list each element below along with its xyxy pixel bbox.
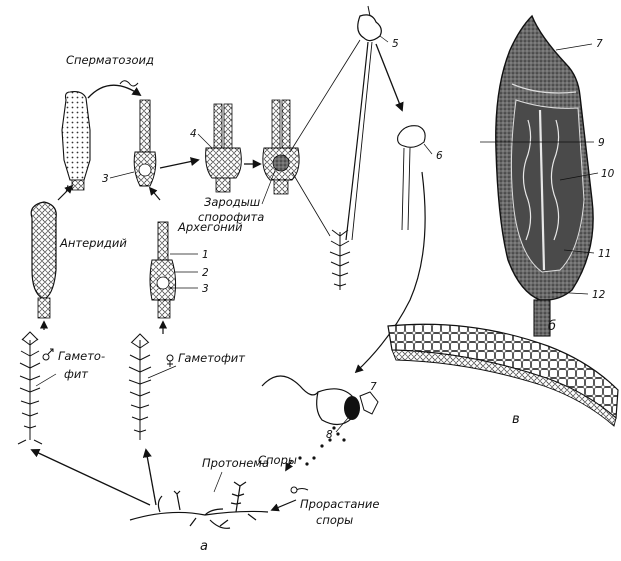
antheridium xyxy=(31,202,56,318)
arrow-archegonium-up xyxy=(150,188,160,200)
label-antheridium: Антеридий xyxy=(59,236,127,250)
arrow-protonema-to-male xyxy=(32,450,150,505)
label-num-11: 11 xyxy=(598,248,611,260)
label-num-7-capsule: 7 xyxy=(370,381,377,393)
male-symbol-arrow-icon xyxy=(48,349,53,354)
label-germination-2: споры xyxy=(316,513,353,527)
mature-sporophyte xyxy=(346,6,381,240)
label-gametophyte-female: Гаметофит xyxy=(178,351,245,365)
pointer-5 xyxy=(380,36,388,42)
connector-embryo-capsule xyxy=(290,40,360,152)
arrow-protonema-to-female xyxy=(146,450,156,505)
label-embryo-1: Зародыш xyxy=(204,195,261,209)
label-embryo-2: спорофита xyxy=(198,210,264,224)
label-num-6: 6 xyxy=(436,150,443,162)
pointer-male-gametophyte xyxy=(36,374,56,386)
germinating-spore-icon xyxy=(296,489,308,491)
male-symbol-icon xyxy=(43,354,49,360)
label-num-3-fertilization: 3 xyxy=(102,173,109,185)
arrow-germination-to-protonema xyxy=(272,500,296,510)
archegonium-fertilization xyxy=(134,100,156,186)
spores-dots xyxy=(298,426,345,465)
arrow-capsule-detail xyxy=(376,44,402,110)
arrow-fertilization-to-embryo xyxy=(160,160,198,168)
male-gametophyte xyxy=(18,332,42,444)
label-num-8: 8 xyxy=(326,429,333,441)
label-num-3: 3 xyxy=(202,283,209,295)
female-gametophyte xyxy=(129,334,151,440)
label-gametophyte-male-2: фит xyxy=(64,367,88,381)
label-num-10: 10 xyxy=(601,168,615,180)
label-spores: Споры xyxy=(258,453,297,467)
label-num-7-section: 7 xyxy=(596,38,603,50)
label-num-5: 5 xyxy=(392,38,399,50)
label-num-12: 12 xyxy=(592,289,606,301)
protonema xyxy=(130,482,268,528)
archegonium xyxy=(150,222,176,318)
pointer-3a xyxy=(110,172,134,178)
arrow-antheridium-up xyxy=(58,186,72,200)
label-num-9: 9 xyxy=(598,137,605,149)
pointer-6 xyxy=(424,144,432,154)
capsule-with-seta xyxy=(398,126,426,230)
spore-germ-icon xyxy=(291,487,297,493)
label-spermatozoid: Сперматозоид xyxy=(66,53,154,67)
leafy-gametophyte-with-sporophyte xyxy=(330,230,350,290)
label-num-1: 1 xyxy=(202,249,209,261)
open-capsule xyxy=(262,376,378,425)
capsule-longitudinal-section xyxy=(496,16,593,336)
label-germination-1: Прорастание xyxy=(300,497,379,511)
female-symbol-cross-icon xyxy=(167,361,173,367)
spermatozoid-icon xyxy=(120,81,138,86)
panel-label-b: б xyxy=(548,319,556,334)
connector-embryo-foot xyxy=(292,172,330,236)
sporophyte-embryo xyxy=(263,100,299,194)
pointer-7-section xyxy=(556,44,592,50)
female-symbol-icon xyxy=(167,355,173,361)
label-gametophyte-male-1: Гамето- xyxy=(58,349,105,363)
pointer-4 xyxy=(198,134,212,148)
panel-label-v: в xyxy=(512,412,520,427)
antheridium-open xyxy=(62,92,90,192)
label-num-2: 2 xyxy=(202,267,209,279)
capsule-wall-tissue-section xyxy=(388,324,618,426)
arrow-sperm-to-archegonium xyxy=(88,85,140,98)
label-num-4: 4 xyxy=(190,128,197,140)
pointer-protonema xyxy=(214,472,222,492)
archegonium-embryo-stage xyxy=(206,104,242,192)
panel-label-a: а xyxy=(200,539,208,554)
pointer-female-gametophyte xyxy=(148,366,176,378)
